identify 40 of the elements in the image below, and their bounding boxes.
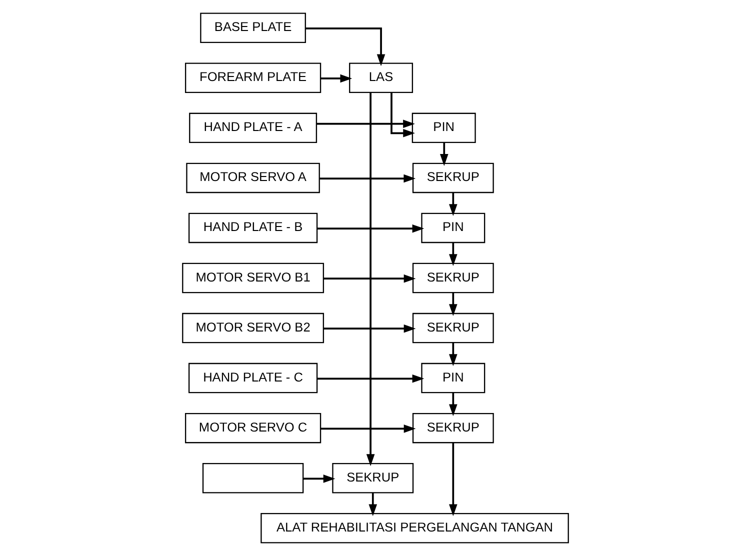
node-box: HAND PLATE - A <box>189 112 318 144</box>
node-box: MOTOR SERVO A <box>186 162 320 194</box>
node-box: PIN <box>421 212 486 244</box>
arrow <box>317 374 424 383</box>
arrow <box>449 442 458 516</box>
node-box: SEKRUP <box>412 262 494 294</box>
node-box: ALAT REHABILITASI PERGELANGAN TANGAN <box>260 513 569 544</box>
node-box: LAS <box>349 62 414 93</box>
arrow <box>368 492 378 516</box>
node-box: HAND PLATE - B <box>188 212 318 244</box>
arrow <box>449 192 458 216</box>
node-box: SEKRUP <box>412 312 494 344</box>
arrow <box>316 120 415 128</box>
arrow <box>324 324 416 333</box>
node-box: SEKRUP <box>412 412 494 444</box>
arrow <box>449 242 458 266</box>
node-box: MOTOR SERVO B2 <box>182 312 324 344</box>
arrow <box>449 392 458 416</box>
node-box <box>202 463 304 494</box>
arrow <box>366 92 375 466</box>
arrow <box>303 474 336 483</box>
node-box: SEKRUP <box>412 162 494 194</box>
arrow <box>305 28 386 66</box>
arrow <box>320 424 416 433</box>
arrow <box>320 174 416 183</box>
node-box: MOTOR SERVO B1 <box>182 262 324 294</box>
arrow <box>390 92 415 138</box>
arrow <box>449 292 458 316</box>
node-box: PIN <box>421 362 486 394</box>
node-box: BASE PLATE <box>200 12 306 43</box>
arrow <box>324 274 416 283</box>
arrow <box>317 224 424 233</box>
arrow <box>440 142 448 166</box>
arrow <box>449 342 458 366</box>
node-box: MOTOR SERVO C <box>184 412 322 444</box>
node-box: SEKRUP <box>332 463 414 494</box>
node-box: FOREARM PLATE <box>184 62 322 93</box>
node-box: HAND PLATE - C <box>188 362 318 394</box>
node-box: PIN <box>412 112 476 144</box>
arrow <box>320 74 352 83</box>
